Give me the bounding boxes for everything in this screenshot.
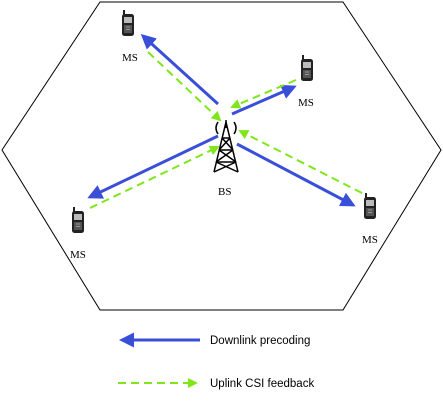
downlink-arrows bbox=[87, 33, 356, 207]
legend-uplink-label: Uplink CSI feedback bbox=[210, 378, 314, 390]
mobile-phone-icon bbox=[363, 192, 377, 220]
cell-hexagon bbox=[1, 1, 442, 311]
base-station-tower-icon bbox=[213, 120, 239, 173]
mobile-phone-icon bbox=[71, 206, 85, 234]
downlink-arrow-bottom-left bbox=[87, 134, 219, 199]
uplink-arrow-bottom-right bbox=[238, 130, 363, 194]
uplink-arrow-bottom-left bbox=[89, 145, 220, 209]
ms-label-top-left: MS bbox=[122, 52, 138, 64]
downlink-arrow-bottom-right bbox=[236, 142, 356, 207]
legend-downlink-label: Downlink precoding bbox=[210, 335, 310, 347]
downlink-arrow-top-right bbox=[231, 84, 297, 116]
uplink-arrow-top-right bbox=[230, 79, 297, 109]
downlink-arrow-top-left bbox=[140, 33, 220, 106]
uplink-arrows bbox=[89, 51, 363, 209]
ms-label-top-right: MS bbox=[298, 97, 314, 109]
mobile-phone-icon bbox=[300, 54, 314, 82]
ms-label-bottom-left: MS bbox=[70, 249, 86, 261]
legend: Downlink precoding Uplink CSI feedback bbox=[118, 332, 314, 390]
mobile-phone-icon bbox=[121, 9, 135, 37]
bs-label: BS bbox=[218, 186, 231, 198]
ms-label-bottom-right: MS bbox=[362, 234, 378, 246]
uplink-arrow-top-left bbox=[147, 51, 222, 122]
